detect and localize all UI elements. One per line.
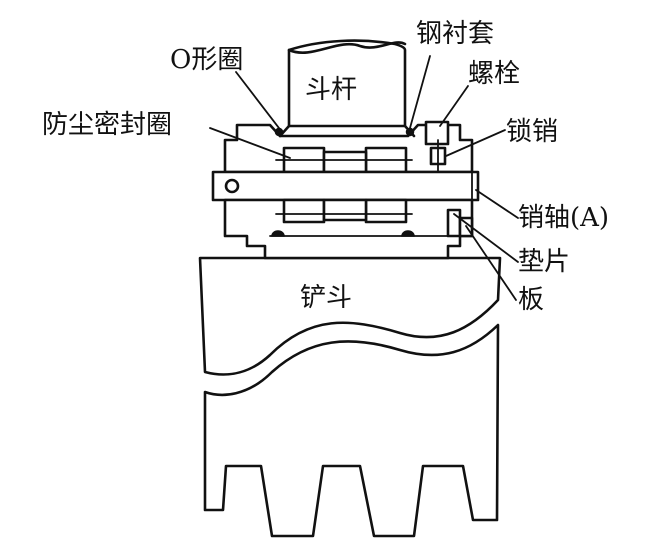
lower-seal-block-right (364, 198, 408, 224)
leader-plate (465, 225, 517, 301)
o-ring-upper-right (405, 127, 415, 137)
label-bucket: 铲斗 (300, 283, 352, 313)
bolt-body (424, 120, 450, 146)
lower-seal-block-left (282, 198, 326, 224)
label-stick: 斗杆 (305, 75, 357, 105)
lower-center-key (322, 198, 368, 222)
leader-shim (453, 213, 519, 263)
leader-lines (209, 55, 519, 301)
pin-shaft-body (211, 170, 480, 202)
stick-arm (287, 39, 407, 128)
label-lock-pin: 锁销 (506, 117, 558, 147)
leader-pin-shaft (475, 189, 519, 219)
stick-transition (278, 124, 416, 138)
bucket-upper (198, 256, 502, 376)
upper-center-key (322, 150, 368, 174)
pin-shaft (211, 170, 480, 202)
leader-dust-seal (209, 127, 291, 159)
bucket-lower (203, 323, 500, 538)
upper-boss (223, 123, 474, 174)
leader-o-ring (235, 71, 283, 133)
leader-bolt (439, 85, 469, 127)
label-bolt: 螺栓 (468, 59, 520, 89)
label-dust-seal: 防尘密封圈 (42, 110, 172, 140)
leader-steel-bushing (409, 55, 431, 129)
label-steel-bushing: 钢衬套 (416, 19, 494, 49)
pin-shaft-end-hole (224, 178, 240, 194)
label-shim: 垫片 (518, 247, 570, 277)
label-plate: 板 (518, 285, 544, 315)
stick-break-line (287, 41, 407, 54)
label-pin-shaft: 销轴(A) (518, 203, 609, 233)
o-ring-lower-right (401, 230, 415, 237)
o-ring-lower-left (271, 230, 285, 237)
labels: O形圈 防尘密封圈 斗杆 钢衬套 螺栓 锁销 销轴(A) 垫片 板 铲斗 (42, 19, 609, 315)
bucket-body (198, 256, 502, 538)
leader-lock-pin (445, 129, 506, 157)
lower-boss (223, 198, 474, 260)
bolt-lockpin-assembly (424, 120, 450, 173)
label-o-ring: O形圈 (170, 45, 243, 75)
